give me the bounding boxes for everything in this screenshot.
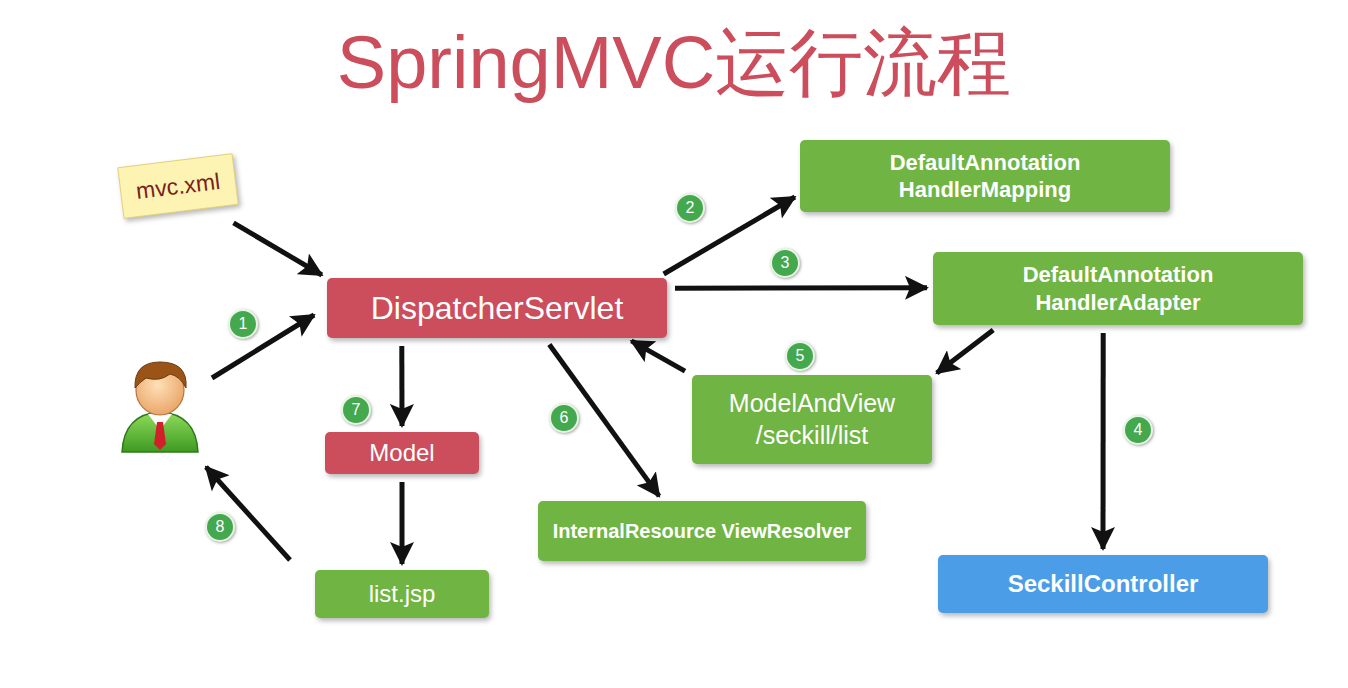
controller-box: SeckillController [938, 555, 1268, 613]
model-box: Model [325, 432, 479, 474]
view-resolver-box: InternalResource ViewResolver [538, 501, 866, 561]
flow-arrow [549, 345, 659, 497]
node-text: list.jsp [369, 579, 436, 609]
mapping-box: DefaultAnnotation HandlerMapping [800, 140, 1170, 212]
response-arrow [206, 467, 290, 560]
flow-arrow [631, 341, 685, 371]
node-text: SeckillController [1008, 569, 1199, 599]
flow-arrow [1101, 333, 1106, 549]
callout-number: 6 [549, 403, 579, 433]
user-icon [122, 362, 198, 452]
flow-arrow [675, 285, 927, 290]
jsp-box: list.jsp [315, 570, 489, 618]
node-text: Model [369, 438, 434, 468]
callout-number: 1 [228, 309, 258, 339]
flow-arrow [399, 346, 404, 426]
diagram-title: SpringMVC运行流程 [0, 22, 1348, 103]
callout-number: 5 [785, 341, 815, 371]
callout-number: 2 [675, 193, 705, 223]
flow-arrow [937, 330, 993, 373]
node-text: DefaultAnnotation HandlerMapping [812, 149, 1158, 204]
callout-number: 4 [1123, 415, 1153, 445]
node-text: DefaultAnnotation HandlerAdapter [945, 261, 1291, 316]
node-text: InternalResource ViewResolver [553, 519, 852, 544]
adapter-box: DefaultAnnotation HandlerAdapter [933, 252, 1303, 325]
callout-number: 7 [341, 395, 371, 425]
callout-number: 8 [205, 512, 235, 542]
flow-arrow [234, 223, 322, 275]
model-and-view-box: ModelAndView /seckill/list [692, 375, 932, 464]
node-text: ModelAndView /seckill/list [704, 388, 920, 451]
node-text: DispatcherServlet [371, 288, 624, 328]
config-note: mvc.xml [117, 153, 238, 219]
callout-number: 3 [770, 248, 800, 278]
flow-arrow [400, 482, 405, 564]
node-text: mvc.xml [134, 167, 221, 206]
dispatcher-box: DispatcherServlet [327, 278, 667, 338]
